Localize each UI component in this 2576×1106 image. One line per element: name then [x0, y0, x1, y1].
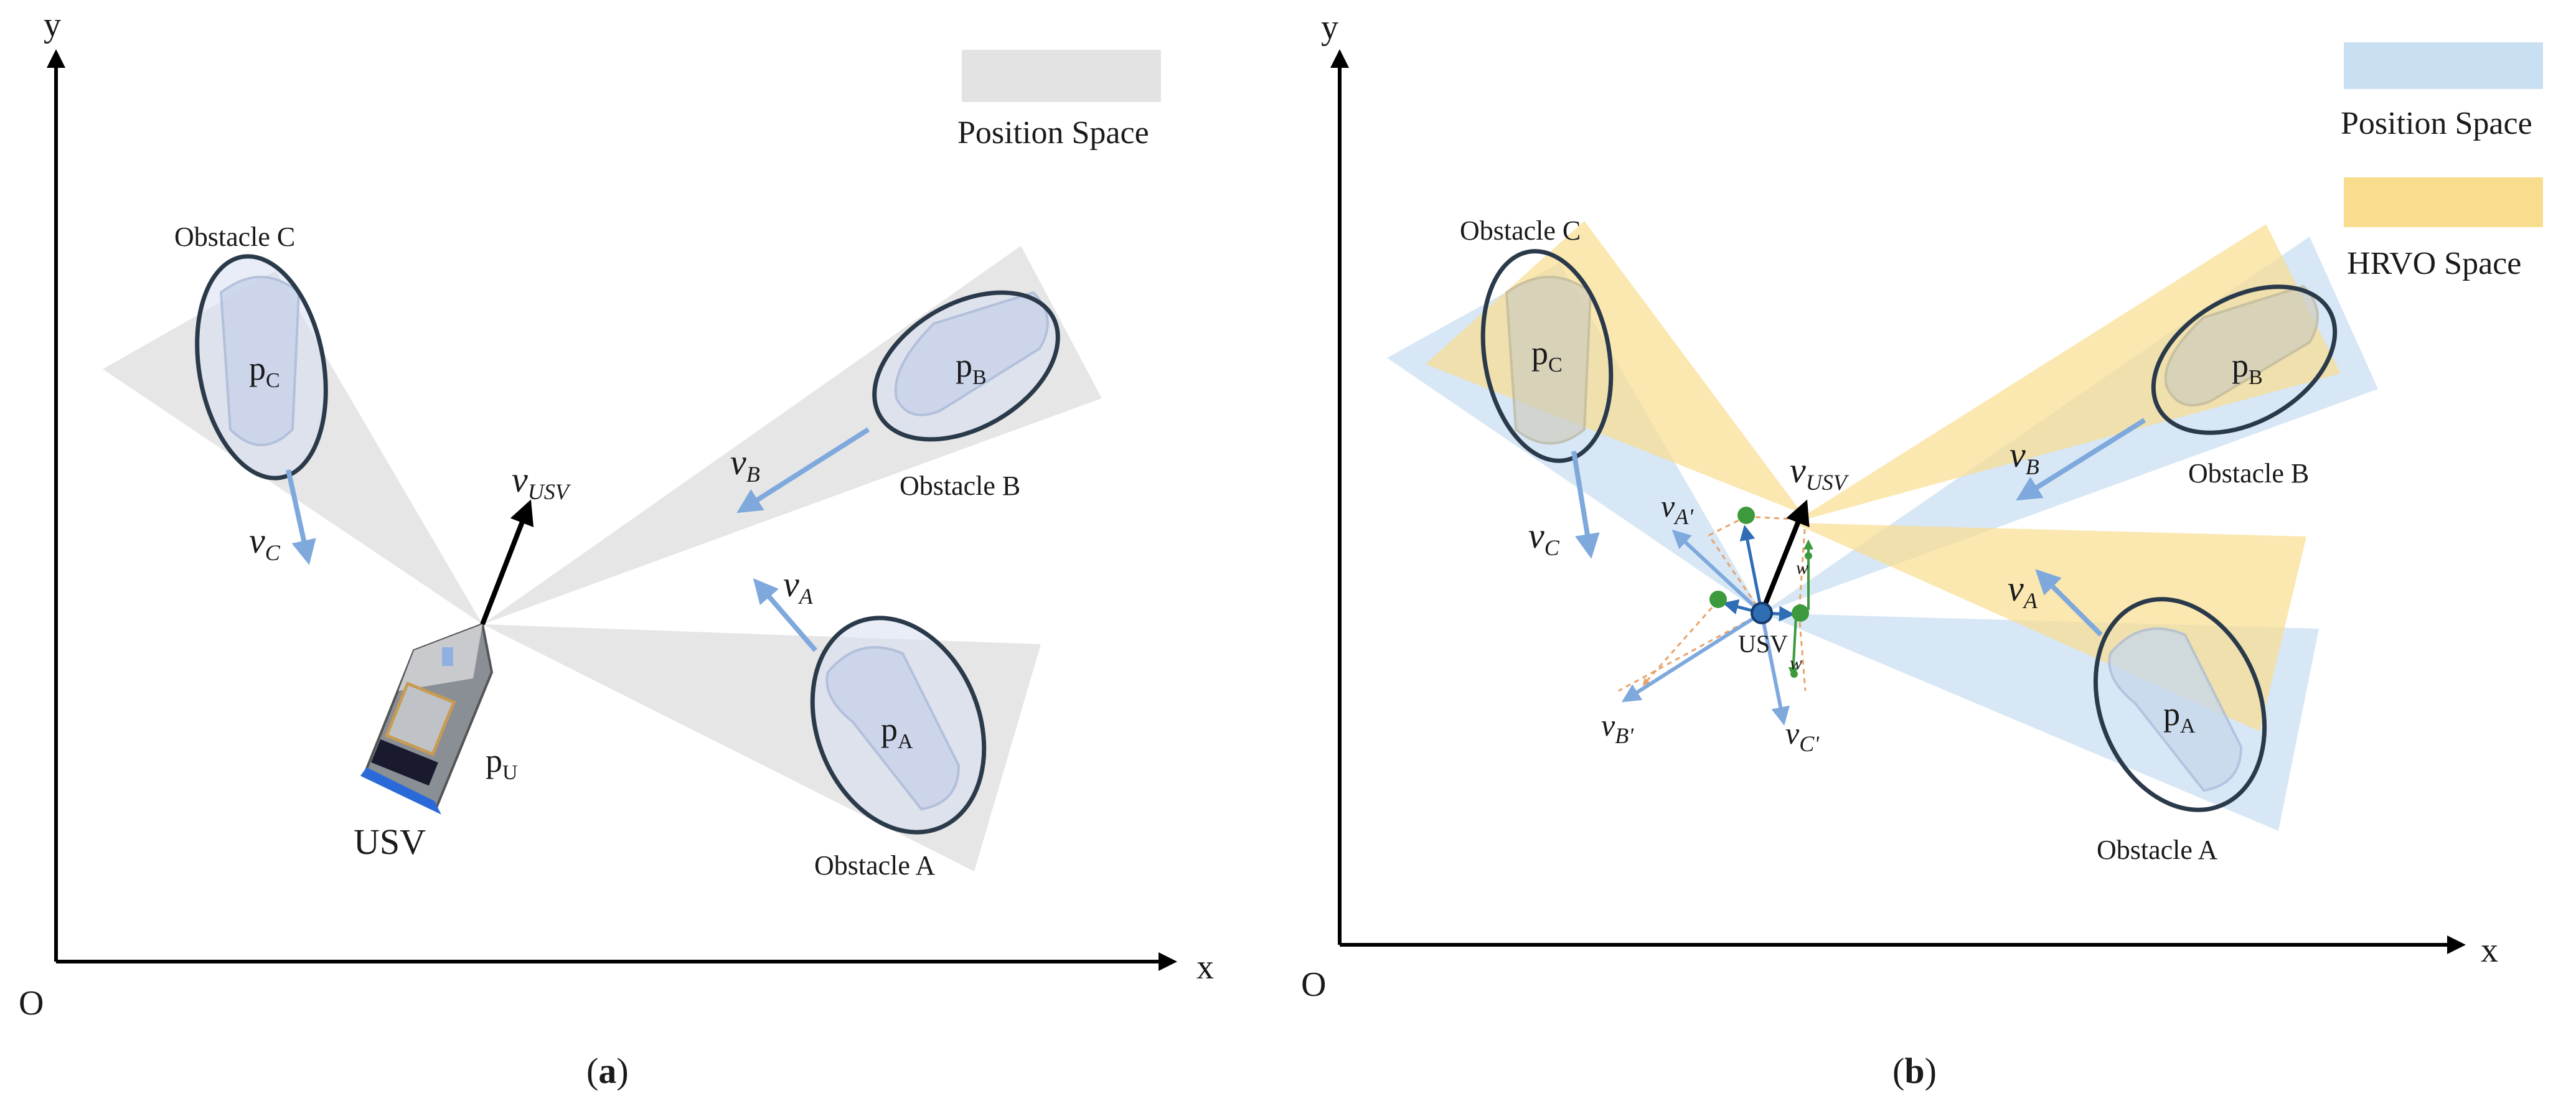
point-pb-b: pB: [2232, 347, 2263, 389]
candidate-point-1: [1737, 507, 1755, 524]
obstacle-c-outline-b: [1480, 249, 1614, 463]
velocity-b-label-a: vB: [730, 442, 760, 487]
velocity-usv-arrow-a: [480, 499, 534, 626]
velocity-b-prime-arrow: [1621, 611, 1763, 703]
x-axis-label-a: x: [1196, 948, 1214, 986]
velocity-construction: [1618, 499, 1813, 726]
origin-label-b: O: [1301, 965, 1326, 1004]
legend-swatch-hrvo: [2344, 177, 2543, 227]
obstacle-a-vessel: [810, 616, 987, 835]
candidate-point-2: [1709, 591, 1727, 608]
velocity-a-prime-arrow: [1671, 529, 1764, 615]
weight-point-upper: [1805, 552, 1812, 560]
velocity-b-arrow-b: [2016, 418, 2146, 501]
velocity-usv-label-b: vUSV: [1790, 450, 1850, 495]
point-pa-a: pA: [881, 711, 913, 753]
velocity-c-arrow-a: [286, 469, 316, 565]
point-pc-b: pC: [1531, 334, 1563, 377]
weight-point-lower: [1790, 670, 1798, 678]
velocity-a-prime-label: vA': [1661, 489, 1694, 529]
obstacle-b-vessel: [872, 290, 1060, 442]
weight-label-upper: w: [1796, 558, 1808, 578]
x-axis-label-b: x: [2481, 931, 2498, 970]
usv-vessel: [360, 622, 494, 815]
legend-position-space-a: Position Space: [957, 115, 1149, 151]
obstacle-b-outline: [872, 290, 1060, 442]
obstacle-b-vessel-b: [2151, 284, 2338, 435]
panel-a: y x O Position Space pC Obstacle C pB Ob…: [19, 6, 1214, 1091]
obstacle-a-outline: [810, 616, 987, 835]
velocity-a-arrow-a: [753, 578, 818, 652]
usv-label-b: USV: [1738, 630, 1788, 658]
obstacle-c-vessel: [195, 254, 328, 480]
legend-hrvo-space: HRVO Space: [2347, 246, 2521, 281]
velocity-a-label-a: vA: [783, 564, 814, 609]
usv-node: [1751, 602, 1773, 624]
obstacle-a-outline-b: [2093, 597, 2267, 812]
velocity-c-label-a: vC: [249, 520, 281, 565]
obstacle-c-vessel-b: [1480, 249, 1614, 463]
legend-position-space-b: Position Space: [2341, 106, 2532, 141]
legend-swatch-position-a: [962, 50, 1161, 102]
candidate-point-3: [1792, 604, 1809, 622]
weight-label-lower: w: [1790, 653, 1802, 673]
usv-to-candidate-1: [1739, 525, 1764, 614]
velocity-c-prime-arrow: [1760, 612, 1790, 726]
obstacle-c-outline: [195, 254, 328, 480]
point-pu-a: pU: [486, 742, 518, 784]
velocity-a-label-b: vA: [2008, 568, 2038, 613]
obstacle-b-label-a: Obstacle B: [900, 471, 1020, 501]
velocity-b-prime-label: vB': [1601, 708, 1634, 748]
velocity-c-prime-label: vC': [1785, 716, 1820, 756]
weight-segment-lower: [1788, 616, 1798, 678]
obstacle-c-label-b: Obstacle C: [1460, 215, 1581, 246]
velocity-b-label-b: vB: [2010, 434, 2039, 479]
panel-b: y x O Position Space HRVO Space pC Obsta…: [1301, 8, 2543, 1091]
point-pc-a: pC: [249, 350, 280, 392]
velocity-usv-arrow-b: [1759, 499, 1810, 614]
y-axis-label-b: y: [1321, 8, 1338, 47]
velocity-a-arrow-b: [2035, 569, 2103, 637]
velocity-usv-label-a: vUSV: [512, 459, 571, 504]
velocity-c-arrow-b: [1571, 451, 1600, 559]
hrvo-cone-b: [1793, 224, 2341, 523]
velocity-b-arrow-a: [736, 427, 870, 513]
point-pb-a: pB: [956, 347, 987, 389]
point-pa-b: pA: [2163, 695, 2196, 738]
obstacle-b-label-b: Obstacle B: [2188, 458, 2309, 489]
caption-b: (b): [1892, 1051, 1937, 1091]
y-axis-label-a: y: [44, 6, 61, 44]
obstacle-c-label-a: Obstacle C: [174, 222, 295, 252]
obstacle-a-vessel-b: [2093, 597, 2267, 812]
caption-a: (a): [586, 1051, 629, 1091]
origin-label-a: O: [19, 984, 44, 1023]
obstacle-a-label-a: Obstacle A: [814, 850, 936, 881]
usv-label-a: USV: [354, 822, 426, 862]
legend-swatch-position-b: [2344, 42, 2543, 89]
velocity-c-label-b: vC: [1528, 515, 1560, 560]
obstacle-b-outline-b: [2151, 284, 2338, 435]
obstacle-a-label-b: Obstacle A: [2097, 835, 2218, 865]
